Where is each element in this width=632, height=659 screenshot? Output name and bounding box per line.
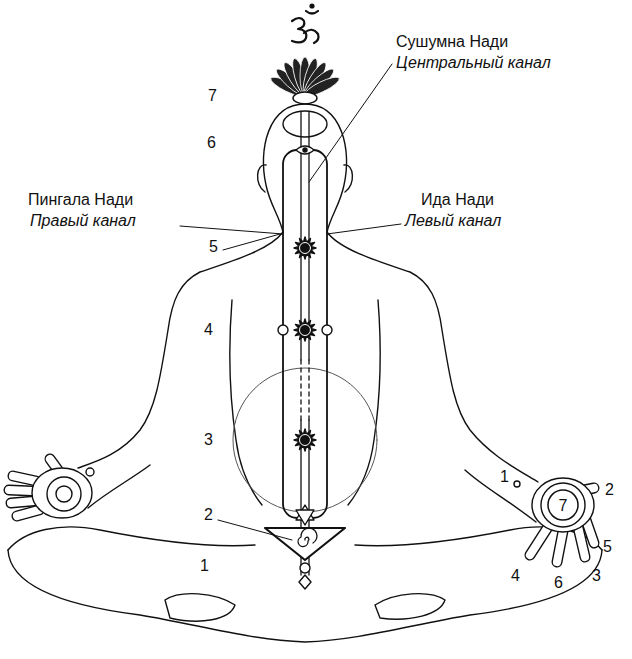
chakra-number: 4	[204, 320, 213, 339]
channel-translation: Центральный канал	[396, 53, 551, 72]
body-outline	[78, 232, 283, 468]
finger-number: 3	[592, 566, 601, 585]
chakra-number: 5	[209, 237, 218, 256]
chakra-number: 2	[204, 505, 213, 524]
chakra-number: 7	[208, 86, 217, 105]
chakra-number: 6	[207, 133, 216, 152]
channel-name: Ида Нади	[421, 190, 494, 209]
palm-circle: 7	[547, 489, 579, 521]
chakra-number: 1	[200, 556, 209, 575]
leader-lines	[180, 64, 401, 540]
finger-number: 6	[554, 573, 563, 592]
channel-name: Пингала Нади	[28, 190, 133, 209]
om-symbol	[292, 5, 319, 44]
right-hand	[514, 478, 594, 562]
solar-circle	[233, 368, 377, 512]
lotus-crown	[269, 57, 342, 104]
crown-chakra	[283, 111, 327, 137]
channel-translation: Правый канал	[30, 211, 136, 230]
ida-pingala-channels	[283, 150, 327, 518]
left-hand	[9, 459, 94, 518]
circle-number: 7	[559, 496, 568, 515]
channel-translation: Левый канал	[405, 211, 501, 230]
finger-number: 1	[500, 467, 509, 486]
head-outline	[263, 104, 346, 232]
channel-name: Сушумна Нади	[396, 32, 508, 51]
chakra-number: 3	[204, 430, 213, 449]
finger-number: 2	[605, 480, 614, 499]
finger-number: 5	[603, 537, 612, 556]
finger-number: 4	[511, 566, 520, 585]
